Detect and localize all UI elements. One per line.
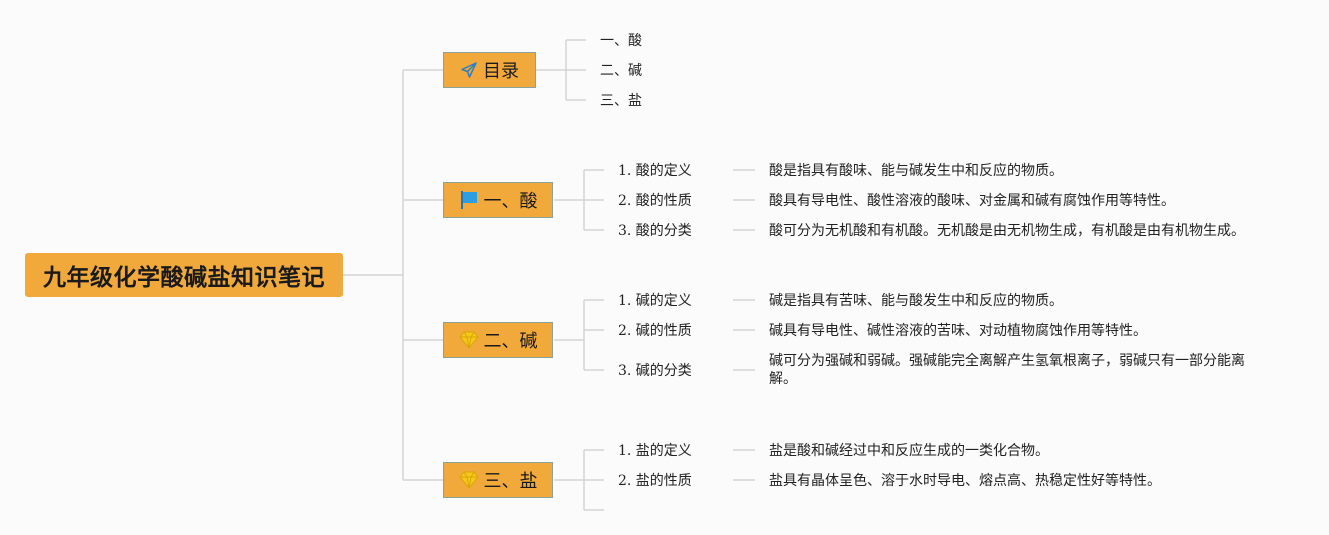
branch-base-label: 二、碱 bbox=[483, 331, 538, 352]
salt-item-label[interactable]: 1. 盐的定义 bbox=[618, 443, 692, 459]
flag-icon bbox=[459, 190, 479, 210]
root-title: 九年级化学酸碱盐知识笔记 bbox=[43, 265, 325, 291]
branch-base[interactable]: 二、碱 bbox=[443, 322, 553, 358]
branch-acid[interactable]: 一、酸 bbox=[443, 182, 553, 218]
branch-salt-label: 三、盐 bbox=[483, 471, 538, 492]
base-item-label[interactable]: 3. 碱的分类 bbox=[618, 363, 692, 379]
acid-item-label[interactable]: 1. 酸的定义 bbox=[618, 163, 692, 179]
toc-item[interactable]: 一、酸 bbox=[600, 33, 642, 49]
branch-salt[interactable]: 三、盐 bbox=[443, 462, 553, 498]
toc-item[interactable]: 三、盐 bbox=[600, 93, 642, 109]
acid-item-text: 酸是指具有酸味、能与碱发生中和反应的物质。 bbox=[769, 163, 1063, 179]
acid-item-label[interactable]: 3. 酸的分类 bbox=[618, 223, 692, 239]
diamond-icon bbox=[458, 331, 479, 349]
toc-item[interactable]: 二、碱 bbox=[600, 63, 642, 79]
branch-toc-label: 目录 bbox=[483, 61, 519, 82]
salt-item-text: 盐是酸和碱经过中和反应生成的一类化合物。 bbox=[769, 443, 1049, 459]
salt-item-text: 盐具有晶体呈色、溶于水时导电、熔点高、热稳定性好等特性。 bbox=[769, 473, 1161, 489]
acid-item-text: 酸具有导电性、酸性溶液的酸味、对金属和碱有腐蚀作用等特性。 bbox=[769, 193, 1175, 209]
diamond-icon bbox=[458, 471, 479, 489]
branch-acid-label: 一、酸 bbox=[483, 191, 538, 212]
branch-toc[interactable]: 目录 bbox=[443, 52, 536, 88]
acid-item-text: 酸可分为无机酸和有机酸。无机酸是由无机物生成，有机酸是由有机物生成。 bbox=[769, 223, 1245, 239]
paper-plane-icon bbox=[460, 61, 478, 79]
base-item-text: 碱是指具有苦味、能与酸发生中和反应的物质。 bbox=[769, 293, 1063, 309]
acid-item-label[interactable]: 2. 酸的性质 bbox=[618, 193, 692, 209]
base-item-label[interactable]: 1. 碱的定义 bbox=[618, 293, 692, 309]
base-item-text: 碱可分为强碱和弱碱。强碱能完全离解产生氢氧根离子，弱碱只有一部分能离解。 bbox=[769, 353, 1245, 387]
base-item-label[interactable]: 2. 碱的性质 bbox=[618, 323, 692, 339]
base-item-text: 碱具有导电性、碱性溶液的苦味、对动植物腐蚀作用等特性。 bbox=[769, 323, 1147, 339]
root-node[interactable]: 九年级化学酸碱盐知识笔记 bbox=[25, 253, 343, 297]
salt-item-label[interactable]: 2. 盐的性质 bbox=[618, 473, 692, 489]
